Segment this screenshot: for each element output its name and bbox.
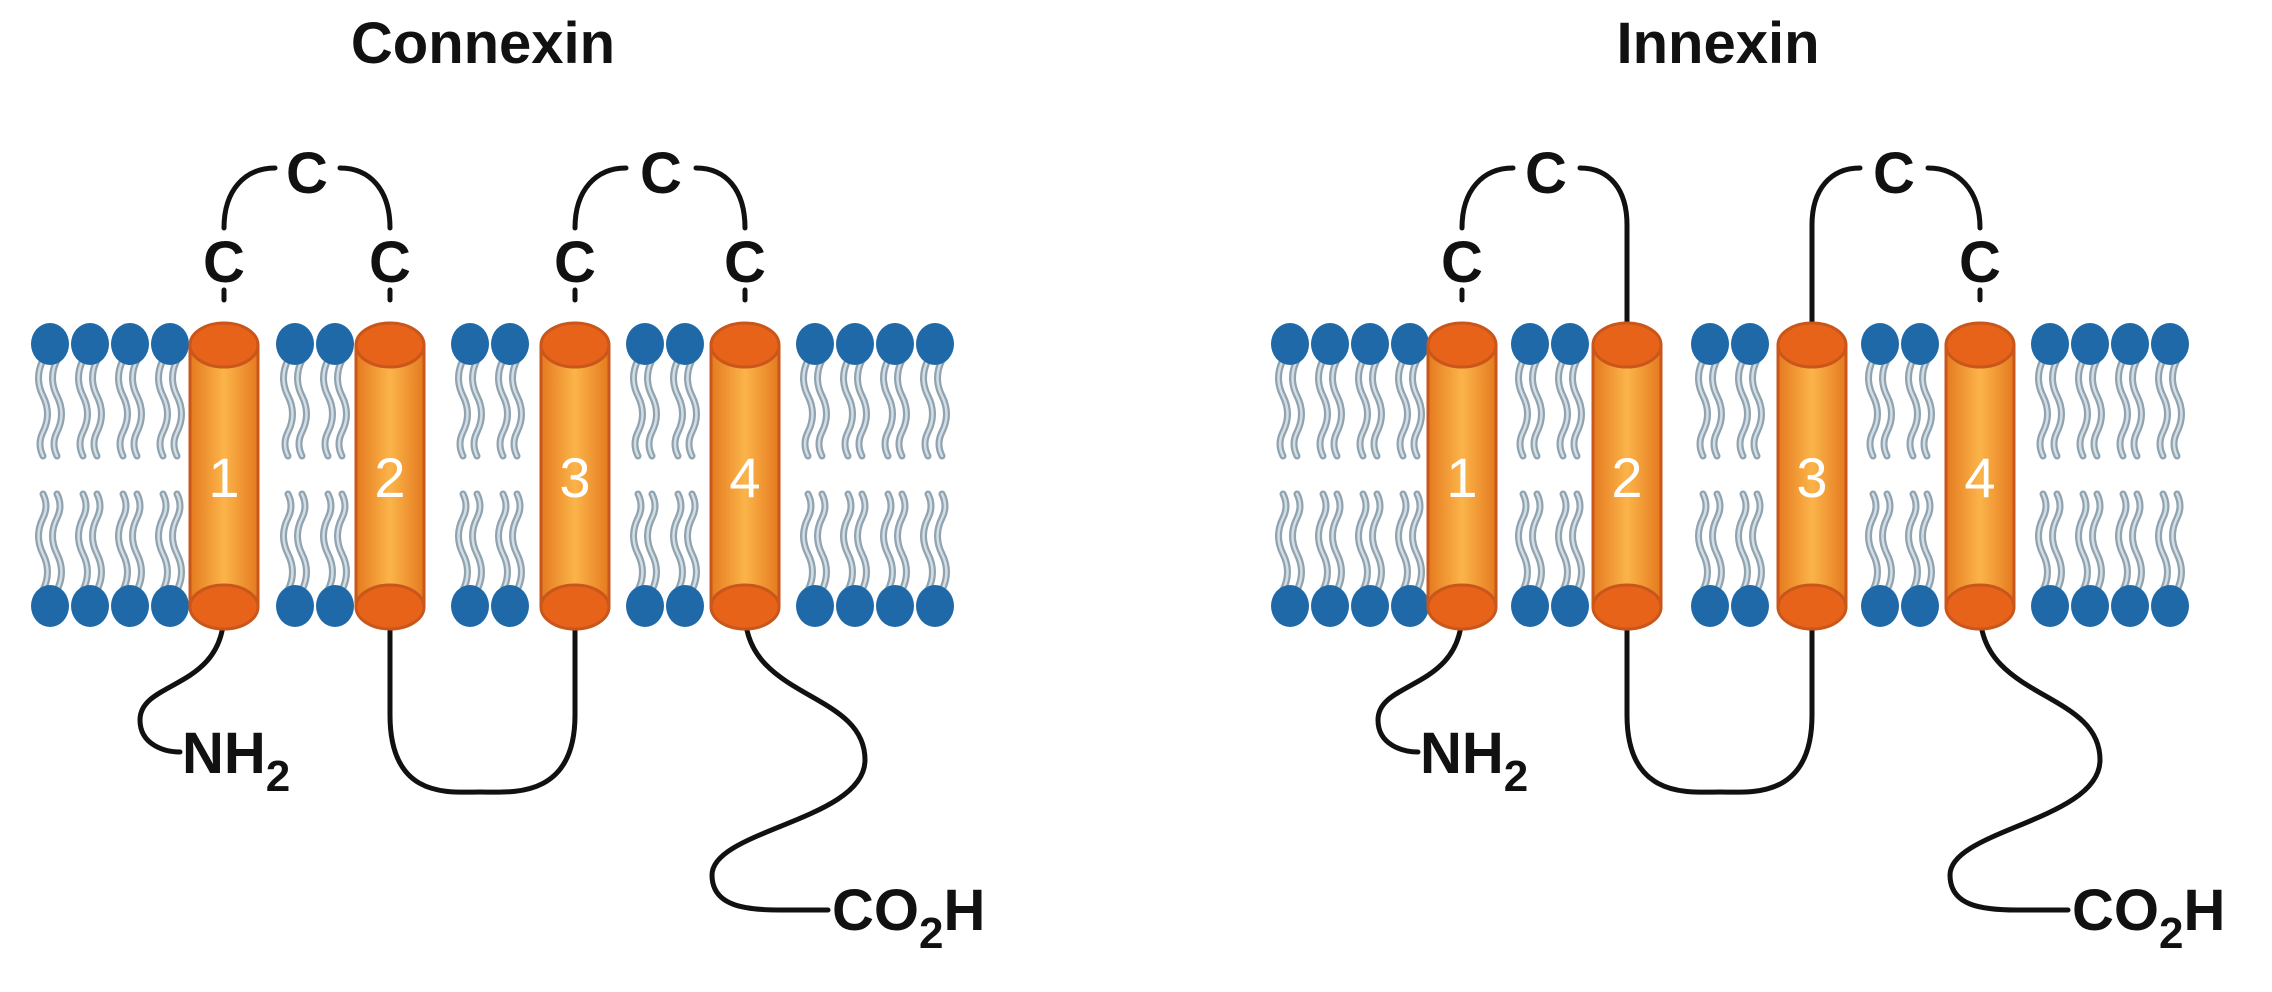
- phospholipid: [451, 323, 489, 627]
- connexin-c-terminal-tail: [709, 609, 868, 913]
- phospholipid: [491, 323, 529, 627]
- phospholipid: [2111, 323, 2149, 627]
- phospholipid: [796, 323, 834, 627]
- phospholipid: [31, 323, 69, 627]
- phospholipid: [71, 323, 109, 627]
- helix-number: 1: [208, 446, 239, 509]
- phospholipid: [666, 323, 704, 627]
- phospholipid: [2031, 323, 2069, 627]
- phospholipid: [1731, 323, 1769, 627]
- innexin-intracellular-loop: [1624, 609, 1815, 795]
- innexin-title: Innexin: [1616, 11, 1819, 76]
- phospholipid: [1271, 323, 1309, 627]
- innexin-loop1-left: [1459, 165, 1516, 231]
- phospholipid: [2071, 323, 2109, 627]
- innexin-loop1-right: [1577, 165, 1630, 333]
- connexin-n-terminal-tail: [137, 609, 227, 755]
- innexin-c-terminal-tail: [1947, 609, 2103, 913]
- phospholipid: [2151, 323, 2189, 627]
- phospholipid: [1391, 323, 1429, 627]
- connexin-c-terminus: CO2H: [832, 878, 985, 958]
- phospholipid: [1511, 323, 1549, 627]
- phospholipid: [1901, 323, 1939, 627]
- phospholipid: [316, 323, 354, 627]
- innexin-helix-4: 4: [1944, 321, 2016, 631]
- phospholipid: [836, 323, 874, 627]
- helix-number: 4: [729, 446, 760, 509]
- helix-number: 2: [374, 446, 405, 509]
- connexin-intracellular-loop: [387, 609, 578, 795]
- phospholipid: [626, 323, 664, 627]
- phospholipid: [1351, 323, 1389, 627]
- innexin-n-terminus: NH2: [1420, 721, 1528, 801]
- phospholipid: [876, 323, 914, 627]
- helix-number: 3: [1796, 446, 1827, 509]
- helix-number: 4: [1964, 446, 1995, 509]
- innexin-membrane: [1271, 323, 2189, 627]
- connexin-cysteine: C: [203, 230, 245, 295]
- connexin-cysteine: C: [640, 141, 682, 206]
- connexin-n-terminus: NH2: [182, 721, 290, 801]
- connexin-helix-3: 3: [539, 321, 611, 631]
- phospholipid: [1311, 323, 1349, 627]
- innexin-loop2-right: [1925, 165, 1983, 231]
- connexin-cysteine: C: [724, 230, 766, 295]
- phospholipid: [276, 323, 314, 627]
- connexin-helix-4: 4: [709, 321, 781, 631]
- connexin-loop2-left: [572, 165, 629, 231]
- phospholipid: [111, 323, 149, 627]
- phospholipid: [1691, 323, 1729, 627]
- connexin-cysteine: C: [286, 141, 328, 206]
- connexin-loop1-left: [221, 165, 278, 231]
- innexin-helix-1: 1: [1426, 321, 1498, 631]
- phospholipid: [1551, 323, 1589, 627]
- phospholipid: [916, 323, 954, 627]
- phospholipid: [1861, 323, 1899, 627]
- connexin-title: Connexin: [351, 11, 615, 76]
- connexin-cysteine: C: [554, 230, 596, 295]
- innexin-c-terminus: CO2H: [2072, 878, 2225, 958]
- helix-number: 1: [1446, 446, 1477, 509]
- innexin-cysteine: C: [1441, 230, 1483, 295]
- connexin-cysteine: C: [369, 230, 411, 295]
- connexin-helix-1: 1: [188, 321, 260, 631]
- helix-number: 2: [1611, 446, 1642, 509]
- innexin-n-terminal-tail: [1375, 609, 1465, 755]
- innexin-cysteine: C: [1525, 141, 1567, 206]
- innexin-helix-3: 3: [1776, 321, 1848, 631]
- connexin-panel: Connexin C C C C C C NH2 CO2H 1: [31, 11, 985, 958]
- innexin-cysteine: C: [1959, 230, 2001, 295]
- innexin-loop2-left: [1809, 165, 1863, 333]
- innexin-panel: Innexin C C C C NH2 CO2H 1 2: [1271, 11, 2225, 958]
- connexin-membrane: [31, 323, 954, 627]
- innexin-cysteine: C: [1873, 141, 1915, 206]
- innexin-helix-2: 2: [1591, 321, 1663, 631]
- helix-number: 3: [559, 446, 590, 509]
- connexin-loop2-right: [693, 165, 748, 231]
- phospholipid: [151, 323, 189, 627]
- connexin-helix-2: 2: [354, 321, 426, 631]
- connexin-loop1-right: [337, 165, 393, 231]
